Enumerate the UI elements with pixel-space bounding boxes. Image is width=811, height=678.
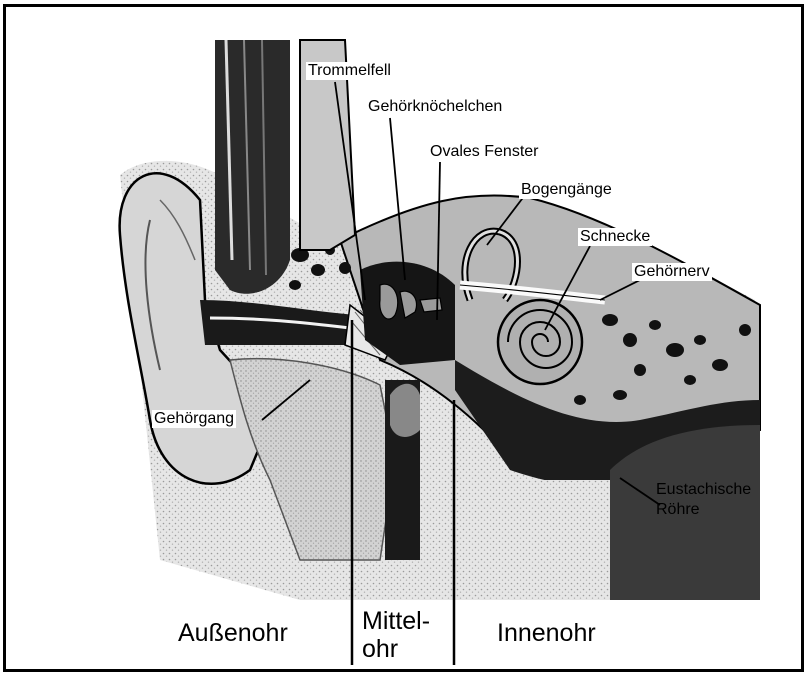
label-ovales-fenster: Ovales Fenster <box>428 143 540 161</box>
label-gehoerknoechelchen: Gehörknöchelchen <box>366 98 504 116</box>
label-schnecke: Schnecke <box>578 228 652 246</box>
label-eustachische: Eustachische <box>654 481 753 499</box>
label-roehre: Röhre <box>654 501 702 519</box>
cochlea <box>498 300 582 384</box>
label-gehoergang: Gehörgang <box>152 410 236 428</box>
region-mittelohr-line2: ohr <box>362 636 398 664</box>
region-mittelohr-line1: Mittel- <box>362 608 430 636</box>
region-innenohr: Innenohr <box>497 620 596 648</box>
label-trommelfell: Trommelfell <box>306 62 393 80</box>
label-bogengaenge: Bogengänge <box>519 181 614 199</box>
label-gehoernerv: Gehörnerv <box>632 263 712 281</box>
region-aussenohr: Außenohr <box>178 620 288 648</box>
